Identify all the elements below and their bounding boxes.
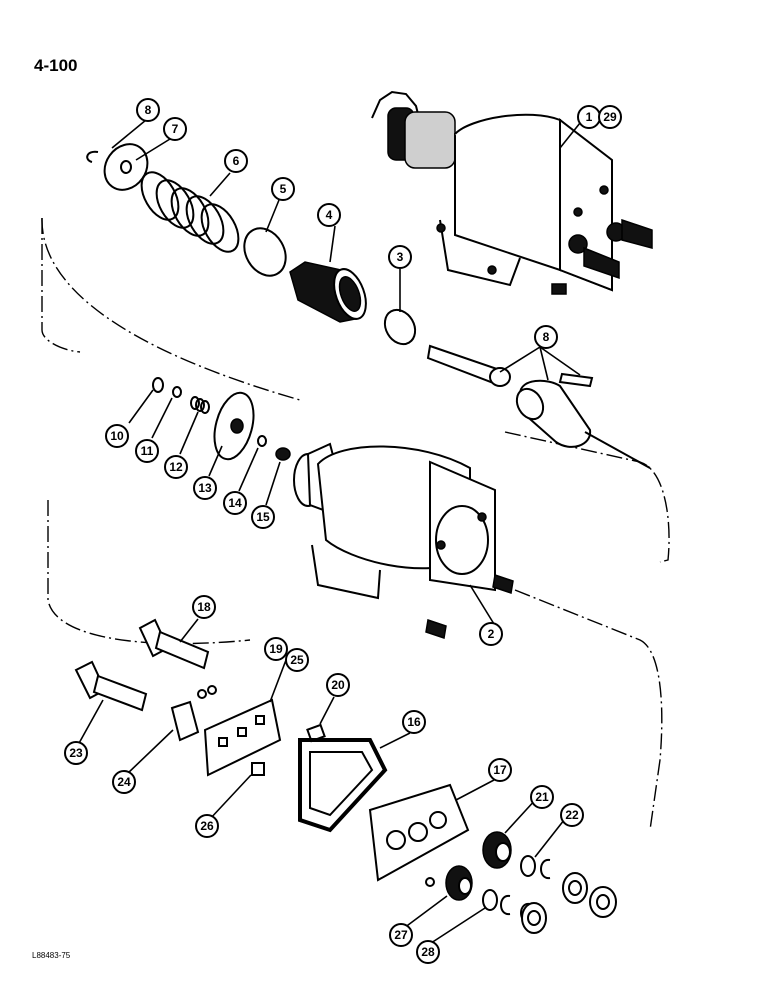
lockwasher-part-28 — [500, 894, 511, 916]
bolt-part-23 — [74, 660, 148, 712]
callout-label: 8 — [145, 103, 152, 117]
callout-label: 5 — [280, 182, 287, 196]
callout-15: 15 — [251, 505, 275, 529]
callout-6: 6 — [224, 149, 248, 173]
callout-13: 13 — [193, 476, 217, 500]
callout-4: 4 — [317, 203, 341, 227]
disc-part-13 — [213, 391, 255, 461]
callout-7: 7 — [163, 117, 187, 141]
nut-part-22b — [589, 886, 617, 918]
callout-29: 29 — [598, 105, 622, 129]
lockwasher-part-22 — [540, 858, 551, 880]
callout-label: 7 — [172, 122, 179, 136]
callout-12: 12 — [164, 455, 188, 479]
callout-label: 13 — [198, 481, 212, 495]
callout-label: 17 — [493, 763, 507, 777]
callout-28: 28 — [416, 940, 440, 964]
callout-label: 18 — [197, 600, 211, 614]
callout-25: 25 — [285, 648, 309, 672]
nut-part-28 — [521, 902, 547, 934]
clip-part — [86, 150, 99, 163]
callout-label: 26 — [200, 819, 214, 833]
plunger-rod-part — [426, 344, 651, 469]
figure-code: L88483-75 — [32, 951, 71, 960]
ring-part-5 — [243, 227, 287, 277]
washer-part-7 — [103, 143, 149, 191]
nut-part-15 — [275, 447, 291, 461]
callout-label: 25 — [290, 653, 304, 667]
callout-10: 10 — [105, 424, 129, 448]
callout-2: 2 — [479, 622, 503, 646]
callout-16: 16 — [402, 710, 426, 734]
washer-part-3 — [383, 308, 417, 346]
callout-8-top: 8 — [136, 98, 160, 122]
callout-21: 21 — [530, 785, 554, 809]
nut-part-22a — [562, 872, 588, 904]
washer-small-27 — [425, 877, 435, 887]
callout-27: 27 — [389, 923, 413, 947]
boot-part — [289, 261, 367, 323]
plate-part-17 — [368, 783, 470, 882]
washer-part-28 — [482, 889, 498, 911]
callout-label: 12 — [169, 460, 183, 474]
callout-11: 11 — [135, 439, 159, 463]
gasket-part-16 — [298, 738, 388, 833]
callout-17: 17 — [488, 758, 512, 782]
callout-label: 16 — [407, 715, 421, 729]
callout-26: 26 — [195, 814, 219, 838]
callout-label: 14 — [228, 496, 242, 510]
washer-part-22 — [520, 855, 536, 877]
washer-small — [197, 689, 207, 699]
callout-label: 22 — [565, 808, 579, 822]
callout-24: 24 — [112, 770, 136, 794]
assembly-path-upper-right — [41, 218, 81, 353]
callout-3: 3 — [388, 245, 412, 269]
bolt-part-18 — [138, 618, 210, 670]
callout-label: 28 — [421, 945, 435, 959]
callout-label: 27 — [394, 928, 408, 942]
callout-1: 1 — [577, 105, 601, 129]
callout-19: 19 — [264, 637, 288, 661]
plate-part-19 — [203, 698, 282, 777]
bracket-part-24 — [170, 700, 200, 742]
callout-label: 24 — [117, 775, 131, 789]
callout-label: 1 — [586, 110, 593, 124]
washer-part-11 — [172, 386, 182, 398]
callout-14: 14 — [223, 491, 247, 515]
insulator-part-27 — [445, 865, 473, 901]
callout-label: 21 — [535, 790, 549, 804]
callout-8-rod: 8 — [534, 325, 558, 349]
gasket-part-26 — [251, 762, 265, 776]
spring-part — [140, 171, 240, 253]
housing-part — [293, 442, 514, 639]
callout-label: 6 — [233, 154, 240, 168]
insulator-part-21 — [482, 831, 512, 869]
callout-22: 22 — [560, 803, 584, 827]
callout-23: 23 — [64, 741, 88, 765]
callout-label: 19 — [269, 642, 283, 656]
washer-part-10 — [152, 377, 164, 393]
callout-label: 8 — [543, 330, 550, 344]
callout-18: 18 — [192, 595, 216, 619]
callout-label: 29 — [603, 110, 617, 124]
callout-label: 20 — [331, 678, 345, 692]
callout-label: 10 — [110, 429, 124, 443]
solenoid-switch-part — [371, 90, 653, 295]
washer-part-14 — [257, 435, 267, 447]
callout-5: 5 — [271, 177, 295, 201]
callout-label: 4 — [326, 208, 333, 222]
page-number: 4-100 — [34, 56, 78, 75]
callout-20: 20 — [326, 673, 350, 697]
leader-lines — [77, 119, 581, 946]
callout-label: 11 — [141, 444, 154, 458]
callout-label: 15 — [256, 510, 270, 524]
assembly-path-lower — [47, 500, 663, 831]
spring-part-12 — [190, 396, 210, 414]
nut-small — [207, 685, 217, 695]
callout-label: 23 — [69, 746, 83, 760]
callout-label: 3 — [397, 250, 404, 264]
callout-label: 2 — [488, 627, 495, 641]
